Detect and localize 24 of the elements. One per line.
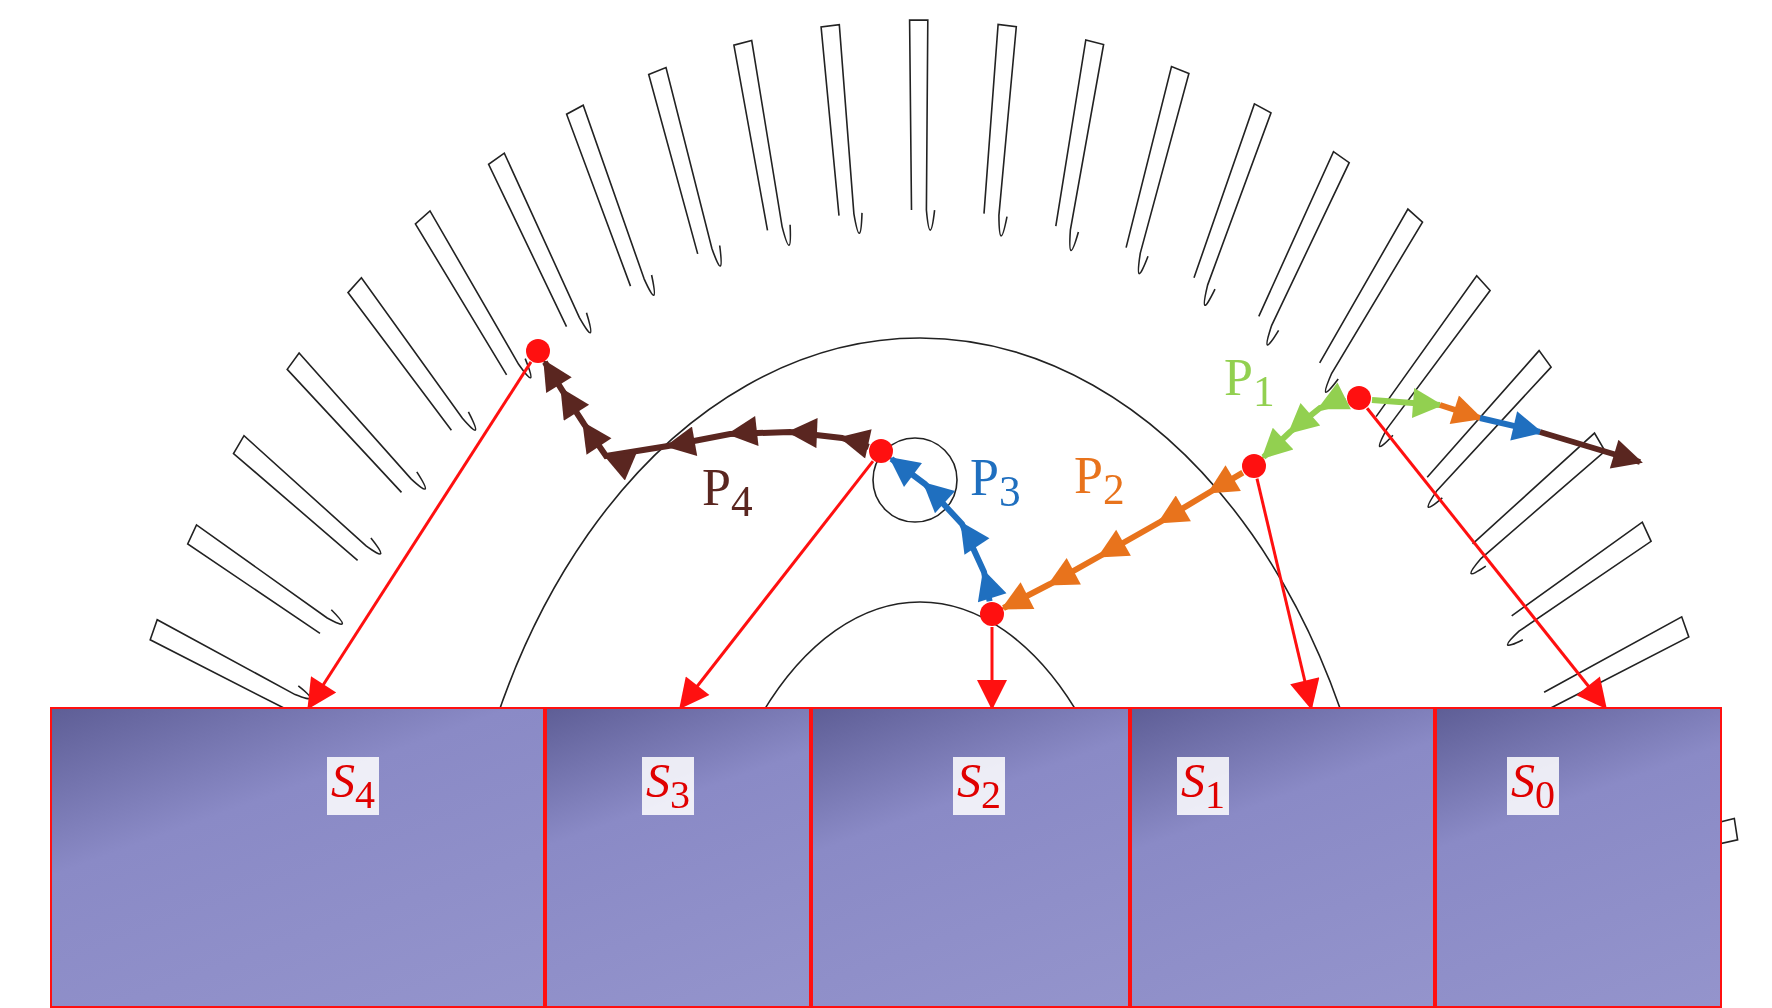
render-panel <box>1130 707 1435 1008</box>
crack-path-arrow <box>1261 382 1351 460</box>
panel-label: S$_{3}$ <box>642 757 694 815</box>
panel-label: S$_{0}$ <box>1507 757 1559 815</box>
panel-label: S$_{2}$ <box>953 757 1005 815</box>
crack-path-arrow <box>542 360 872 480</box>
arrow <box>1255 478 1320 710</box>
render-panel <box>50 707 545 1008</box>
crack-path-arrow <box>1002 465 1245 611</box>
arrow <box>977 627 1007 710</box>
crack-point <box>980 602 1004 626</box>
crack-point <box>526 339 550 363</box>
crack-point <box>869 439 893 463</box>
crack-point <box>1347 386 1371 410</box>
crack-path-arrow <box>889 456 1007 603</box>
panel-label: S$_{1}$ <box>1177 757 1229 815</box>
arrow <box>1365 407 1607 710</box>
arrow <box>679 460 875 710</box>
arrow <box>307 361 533 710</box>
render-panel <box>1435 707 1722 1008</box>
panel-label: S$_{4}$ <box>327 757 379 815</box>
crack-point <box>1242 454 1266 478</box>
render-panel <box>545 707 811 1008</box>
render-panel <box>811 707 1130 1008</box>
